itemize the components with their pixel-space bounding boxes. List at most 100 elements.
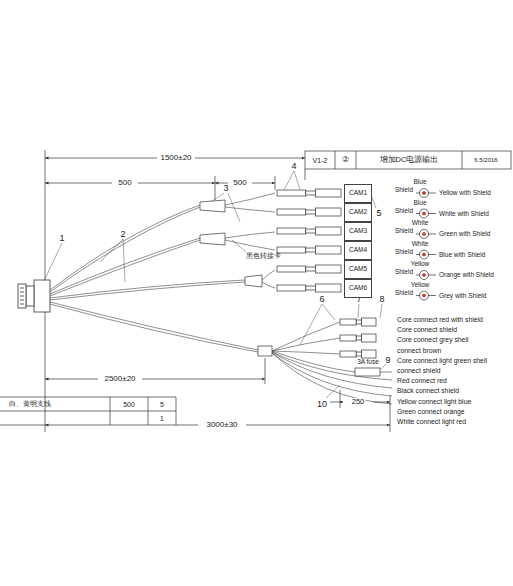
- plug-pin: [306, 229, 316, 233]
- jack-lead: [428, 234, 436, 235]
- plug-jack: [315, 227, 341, 235]
- drawing-label: 500: [122, 401, 136, 408]
- wire-note: Orange with Shield: [438, 272, 495, 279]
- wire-note: Core connect light green shell: [396, 357, 488, 364]
- wire-note: White connect light red: [396, 419, 467, 426]
- wire-note: Black connect shield: [396, 388, 460, 395]
- wire-note: Green connect orange: [396, 408, 466, 415]
- jack-lead: [416, 275, 420, 276]
- drawing-label: 5: [375, 209, 382, 218]
- drawing-label: 2: [119, 230, 126, 239]
- leader-lines: [44, 171, 386, 398]
- wires: [50, 193, 392, 404]
- port-label: CAM3: [349, 228, 367, 235]
- wire-note: Green with Shield: [438, 231, 491, 238]
- jack-core: [423, 212, 426, 215]
- wire-note: Blue: [412, 179, 427, 186]
- plug-pin: [356, 320, 361, 324]
- plug-pin: [306, 286, 316, 290]
- plug-body: [340, 351, 356, 357]
- drawing-label: 500: [232, 179, 247, 187]
- wire-note: White: [411, 220, 430, 227]
- jack-core: [423, 192, 426, 195]
- jack-core: [423, 274, 426, 277]
- drawing-label: 6.5/2016: [473, 157, 498, 163]
- jack-symbol: [420, 209, 429, 218]
- jack-lead: [428, 295, 436, 296]
- wire-note: Shield: [394, 269, 414, 276]
- plug-body: [277, 285, 306, 291]
- drawing-label: 增加DC电源输出: [379, 156, 440, 164]
- splitters: [200, 200, 380, 376]
- drawing-label: V1-2: [312, 157, 329, 164]
- drawing-label: 3A fuse: [356, 359, 380, 366]
- bom-table: [0, 397, 176, 425]
- plug-body: [340, 319, 356, 325]
- wire-note: White with Shield: [438, 210, 490, 217]
- plug-jack: [315, 208, 341, 216]
- wire-note: Yellow connect light blue: [396, 398, 472, 405]
- drawing-label: 9: [384, 356, 391, 365]
- drawing-label: 8: [378, 295, 385, 304]
- wire-note: Yellow with Shield: [438, 190, 492, 197]
- jack-lead: [428, 254, 436, 255]
- plug-jack: [362, 350, 376, 358]
- wire-note: Shield: [394, 248, 414, 255]
- jack-symbol: [420, 230, 429, 239]
- jack-symbol: [420, 189, 429, 198]
- drawing-label: 3000±30: [205, 421, 238, 429]
- jack-lead: [428, 275, 436, 276]
- drawing-label: 250: [351, 398, 366, 406]
- rca-plugs: [277, 189, 376, 358]
- plug-body: [277, 190, 306, 196]
- plug-jack: [315, 265, 341, 273]
- jack-lead: [416, 254, 420, 255]
- port-label: CAM6: [349, 285, 367, 292]
- drawing-label: 5: [159, 401, 165, 408]
- camera-port-box: CAM2: [344, 203, 372, 222]
- drawing-label: 500: [117, 179, 132, 187]
- wire-note: Blue: [412, 199, 427, 206]
- plug-jack: [362, 318, 376, 326]
- title-block: [305, 151, 511, 180]
- drawing-label: 1: [58, 234, 65, 243]
- camera-port-box: CAM3: [344, 222, 372, 241]
- drawing-label: ②: [341, 156, 350, 164]
- wire-note: connect shield: [396, 368, 441, 375]
- wire-note: Yellow: [410, 261, 431, 268]
- jack-lead: [416, 193, 420, 194]
- plug-body: [340, 335, 356, 341]
- drawing-label: 白、黄明支线: [8, 401, 52, 408]
- drawing-label: 2500±20: [103, 375, 136, 383]
- plug-jack: [315, 189, 341, 197]
- drawing-label: 3: [222, 184, 229, 193]
- wire-note: Shield: [394, 187, 414, 194]
- camera-port-box: CAM4: [344, 241, 372, 260]
- camera-port-box: CAM6: [344, 279, 372, 298]
- jack-lead: [416, 234, 420, 235]
- port-label: CAM1: [349, 190, 367, 197]
- drawing-label: 6: [318, 295, 325, 304]
- camera-port-box: CAM1: [344, 184, 372, 203]
- plug-body: [277, 228, 306, 234]
- plug-pin: [356, 352, 361, 356]
- wire-note: White: [411, 240, 430, 247]
- wire-note: Shield: [394, 207, 414, 214]
- wire-note: Core connect red with shield: [396, 317, 484, 324]
- jack-core: [423, 253, 426, 256]
- port-label: CAM5: [349, 266, 367, 273]
- jack-lead: [428, 193, 436, 194]
- plug-pin: [306, 210, 316, 214]
- plug-jack: [315, 284, 341, 292]
- wire-note: Grey with Shield: [438, 292, 487, 299]
- jack-core: [423, 233, 426, 236]
- plug-body: [277, 266, 306, 272]
- plug-pin: [306, 191, 316, 195]
- port-label: CAM4: [349, 247, 367, 254]
- jack-symbol: [420, 250, 429, 259]
- plug-jack: [315, 246, 341, 254]
- drawing-label: 4: [290, 162, 297, 171]
- wire-note: connect brown: [396, 347, 442, 354]
- plug-pin: [306, 267, 316, 271]
